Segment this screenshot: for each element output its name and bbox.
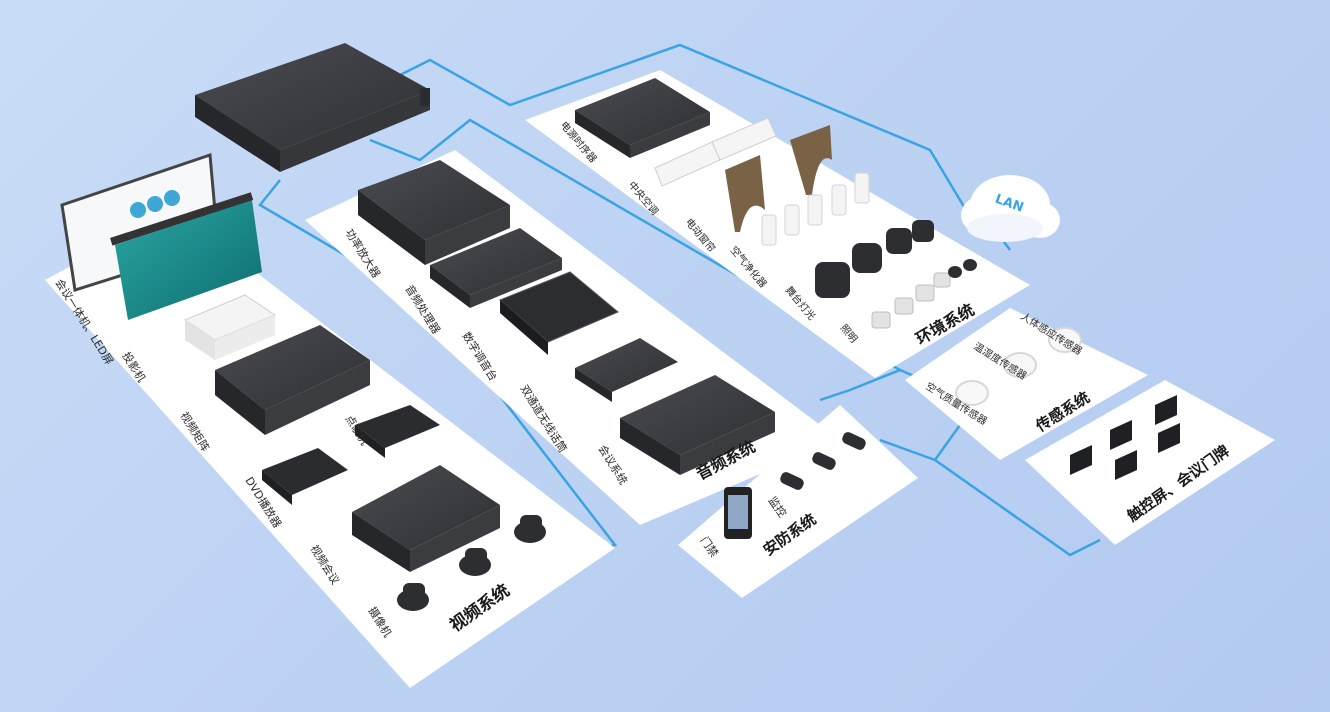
security-devices [724,432,866,539]
panel-touch [1025,380,1275,545]
sensing-devices [955,327,1082,406]
video-devices [60,152,546,611]
environment-devices [575,78,977,329]
main-controller [195,43,430,172]
lan-cloud-icon: LAN [961,175,1060,242]
audio-devices [358,160,775,475]
panel-security [678,405,918,598]
panel-sensing [905,308,1148,460]
touch-devices [1070,395,1180,480]
